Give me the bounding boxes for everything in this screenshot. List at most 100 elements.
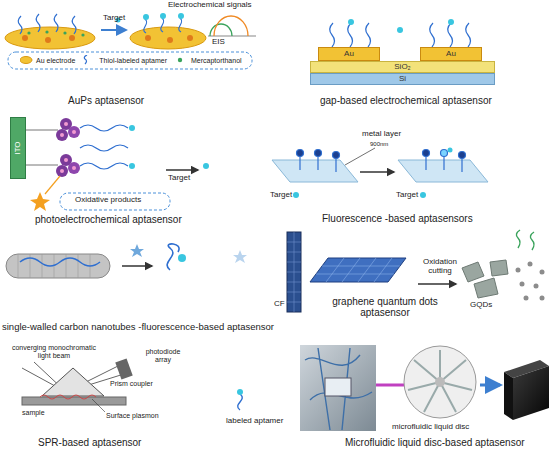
part-label: sample <box>22 409 45 417</box>
gap-aptamers-part <box>348 23 353 47</box>
reader-box <box>504 360 549 420</box>
layer-label: SiO₂ <box>394 63 410 71</box>
laser-beam <box>376 384 404 387</box>
released-aptamer <box>167 244 247 270</box>
gqd-fragments-part <box>490 260 508 276</box>
legend-sample-part <box>20 57 32 64</box>
fluorescent-probes <box>297 150 466 173</box>
pec-targets-part <box>203 163 209 169</box>
gqd-dots <box>516 262 545 301</box>
gap-targets <box>348 19 454 33</box>
labeled-aptamer-icon <box>237 389 243 410</box>
part-label: microfluidic liquid disc <box>392 423 469 432</box>
gap-aptamers-part <box>466 23 471 47</box>
layer-label: ITO <box>14 141 22 154</box>
nanoparticle-clusters-part <box>64 122 68 126</box>
liquid-disc-part <box>435 377 445 387</box>
mercaptoethanol-dots-part <box>63 31 66 34</box>
legend: Au electrodeThiol-labeled aptamerMercapt… <box>20 55 250 65</box>
gold-electrode-after-part <box>130 27 206 49</box>
part-label: CF <box>274 300 285 309</box>
mercaptoethanol-dots-part <box>27 31 30 34</box>
panel-caption: Microfluidic liquid disc-based aptasenso… <box>345 437 525 448</box>
layer-box: Si <box>310 73 495 85</box>
device-photo-part <box>300 345 376 431</box>
released-aptamer-part <box>167 244 179 270</box>
fluorescent-probes-part <box>335 158 336 172</box>
nanoparticle-clusters-part <box>56 129 68 141</box>
fluorescent-probes-part <box>441 150 448 157</box>
labeled-aptamer-icon-part <box>237 389 243 395</box>
target-molecules <box>116 13 185 23</box>
reader-box-part <box>504 372 513 420</box>
panel-caption: photoelectrochemical aptasensor <box>35 214 182 225</box>
eis-curves-part <box>214 16 248 36</box>
part-label: Surface plasmon <box>106 412 159 420</box>
gold-electrode-after-part <box>145 35 151 41</box>
device-photo <box>300 345 376 431</box>
fluorescent-probes-part <box>425 156 426 170</box>
gap-targets-part <box>397 27 403 33</box>
gqd-fragments-part <box>462 262 484 282</box>
carbon-fiber-part <box>287 232 301 312</box>
gqd-aptamers <box>516 230 534 250</box>
legend-sample <box>20 55 33 65</box>
panel-caption: AuPs aptasensor <box>68 95 144 106</box>
target-star-part <box>130 244 144 257</box>
fluorescent-probes-part <box>333 152 340 159</box>
target-molecules-part <box>160 13 166 19</box>
fluorescent-probes-part <box>423 150 430 157</box>
reaction-label: Target <box>103 14 125 23</box>
sample-slab <box>22 397 126 405</box>
gold-electrode-before-part <box>69 35 75 41</box>
gold-electrode-before-part <box>5 27 95 49</box>
layer-box: SiO₂ <box>310 61 495 73</box>
nanoparticle-clusters-part <box>72 130 76 134</box>
liquid-disc-part <box>408 350 472 412</box>
nanoparticle-clusters-part <box>72 166 76 170</box>
gap-aptamers-part <box>330 23 335 47</box>
layer-label: Au <box>344 50 354 58</box>
gqd-dots-part <box>534 284 539 289</box>
reader-box-part <box>513 366 549 420</box>
reaction-arrow <box>101 29 126 31</box>
part-label: photodiode array <box>140 348 186 363</box>
electrode-wires <box>26 130 58 165</box>
mercaptoethanol-dots <box>27 30 84 36</box>
fluorescent-probes-part <box>299 156 300 170</box>
mercaptoethanol-dots-part <box>81 33 84 36</box>
signal-label: Electrochemical signals <box>168 1 252 10</box>
bound-aptamers <box>144 18 182 33</box>
fluorescent-probes-part <box>297 150 304 157</box>
fluo-targets <box>293 148 453 199</box>
electrode-wires-part <box>26 165 58 166</box>
released-aptamer-part <box>178 254 186 262</box>
carbon-fiber <box>287 232 301 312</box>
pec-aptamers-part <box>80 125 128 131</box>
gold-electrode-after <box>130 27 206 49</box>
eis-curves <box>208 16 256 36</box>
device-photo-part <box>325 378 351 396</box>
fluorescent-probes-part <box>461 158 462 172</box>
metal-layer-leader <box>345 148 375 165</box>
legend-text: Thiol-labeled aptamer <box>99 57 167 64</box>
bound-aptamers-part <box>161 18 164 32</box>
target-star <box>130 244 144 257</box>
legend-text: Au electrode <box>36 57 75 64</box>
swcnt-arrow <box>122 265 152 267</box>
pec-targets-part <box>129 125 135 131</box>
liquid-disc <box>404 346 476 418</box>
plasmon-leader <box>92 399 105 412</box>
gold-electrode-before-part <box>45 37 51 43</box>
nanoparticle-clusters-part <box>64 158 68 162</box>
aptamer-strands <box>18 14 76 34</box>
product-label: Oxidative products <box>75 196 141 205</box>
mercaptoethanol-dots-part <box>45 30 48 33</box>
gqd-fragments-part <box>474 278 498 298</box>
electrode-bar: ITO <box>10 117 26 179</box>
gap-targets-part <box>348 19 354 25</box>
part-label: Prism coupler <box>110 380 153 388</box>
fluorescence-arrow <box>360 171 394 173</box>
carbon-nanotube <box>6 254 110 278</box>
